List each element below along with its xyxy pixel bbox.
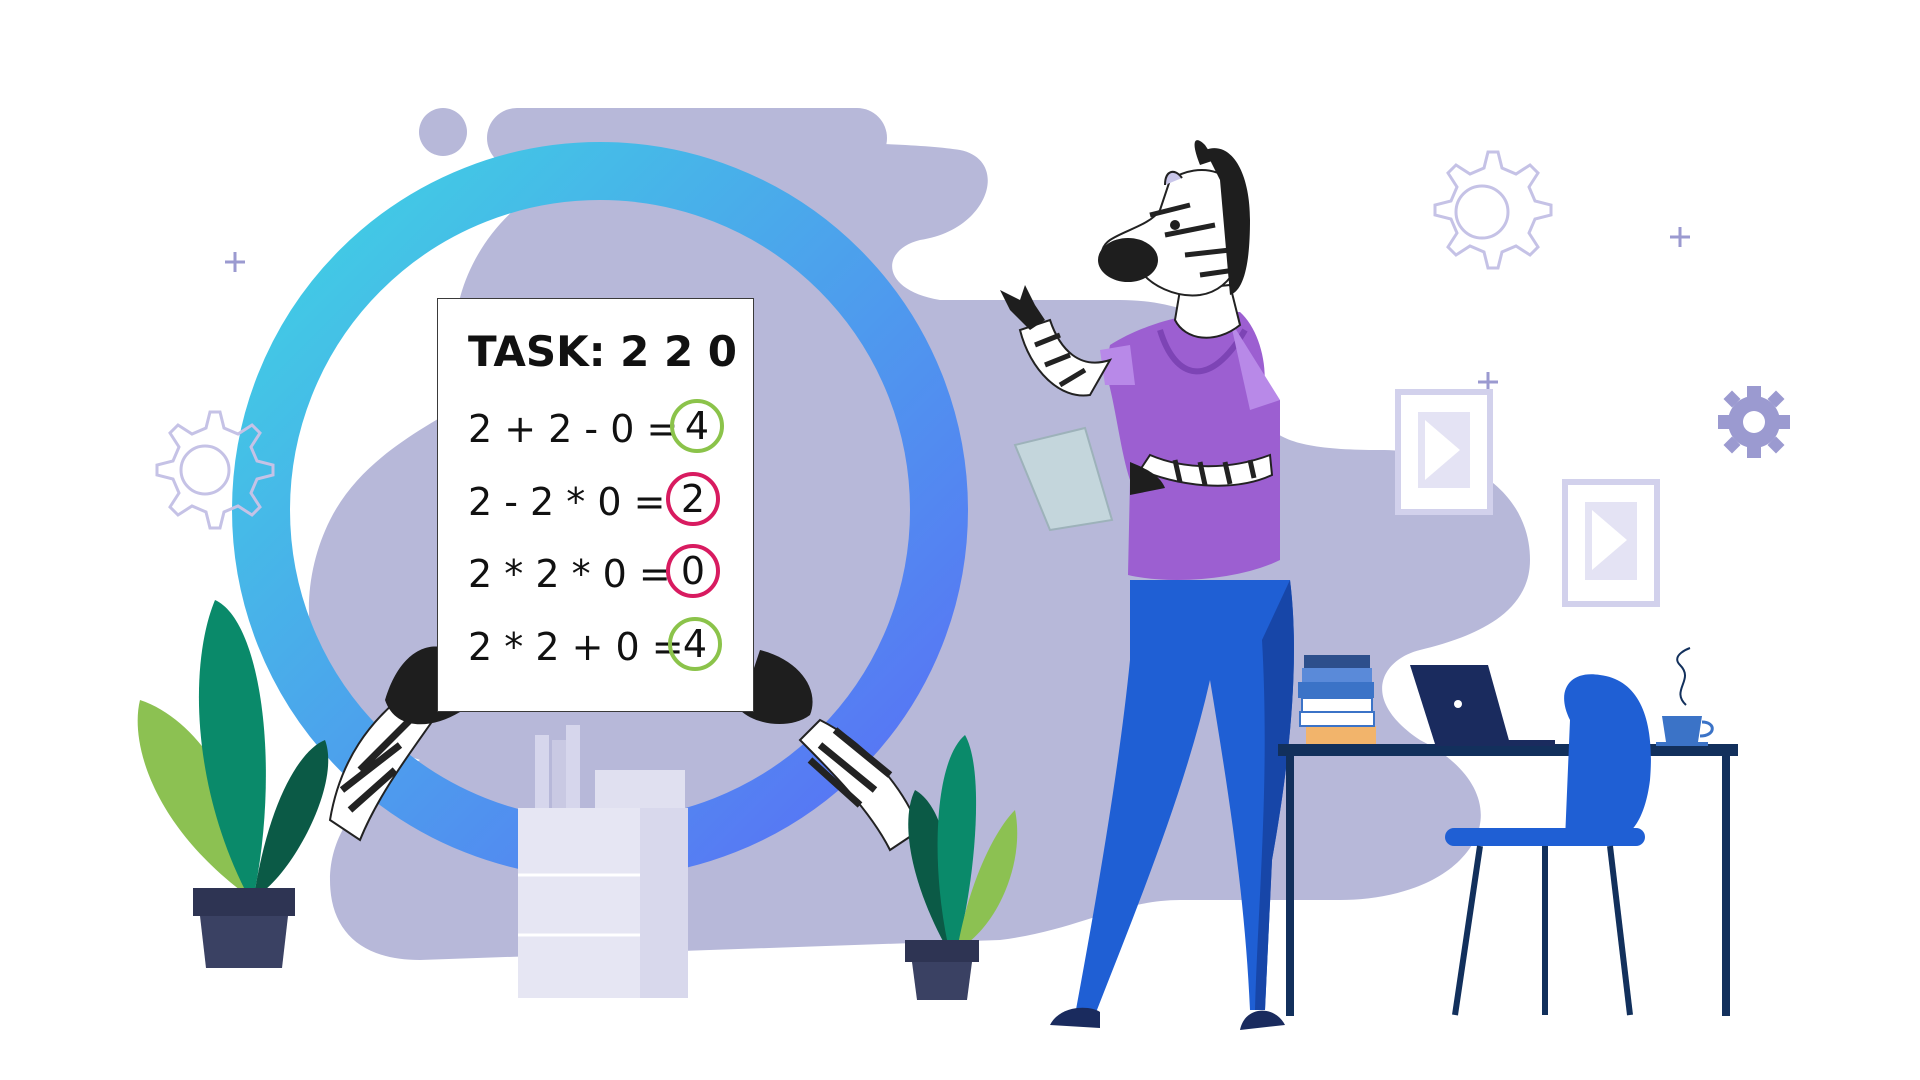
- equation-expression: 2 - 2 * 0 =: [468, 480, 666, 524]
- task-sheet: TASK: 2 2 0 2 + 2 - 0 = 4 2 - 2 * 0 = 2 …: [437, 298, 754, 712]
- answer-circle-incorrect: 0: [666, 544, 720, 598]
- equation-expression: 2 * 2 + 0 =: [468, 625, 684, 669]
- equation-expression: 2 + 2 - 0 =: [468, 407, 679, 451]
- chair: [1445, 674, 1651, 1016]
- plus-icon: [1478, 372, 1498, 392]
- plus-icon: [225, 252, 245, 272]
- zebra-character: [1000, 140, 1294, 1030]
- equation-row: 2 - 2 * 0 = 2: [468, 472, 748, 534]
- equation-row: 2 + 2 - 0 = 4: [468, 399, 748, 461]
- plus-icon: [1670, 227, 1690, 247]
- plant-icon: [905, 735, 1018, 1000]
- gear-icon: [155, 410, 275, 530]
- answer-circle-correct: 4: [670, 399, 724, 453]
- image-frame-icon: [1395, 389, 1493, 515]
- equation-expression: 2 * 2 * 0 =: [468, 552, 671, 596]
- coffee-cup-icon: [1656, 647, 1714, 746]
- gear-icon: [1718, 386, 1790, 458]
- answer-circle-incorrect: 2: [666, 472, 720, 526]
- gear-icon: [1433, 150, 1553, 270]
- answer-circle-correct: 4: [668, 617, 722, 671]
- holding-zebra-arms: [328, 646, 922, 852]
- plant-icon: [137, 600, 329, 968]
- book-stack-icon: [1298, 655, 1376, 744]
- equation-row: 2 * 2 * 0 = 0: [468, 544, 748, 606]
- laptop-icon: [1410, 665, 1555, 746]
- image-frame-icon: [1562, 479, 1660, 607]
- task-title: TASK: 2 2 0: [468, 327, 738, 376]
- equation-row: 2 * 2 + 0 = 4: [468, 617, 748, 679]
- filing-cabinet-icon: [518, 725, 688, 998]
